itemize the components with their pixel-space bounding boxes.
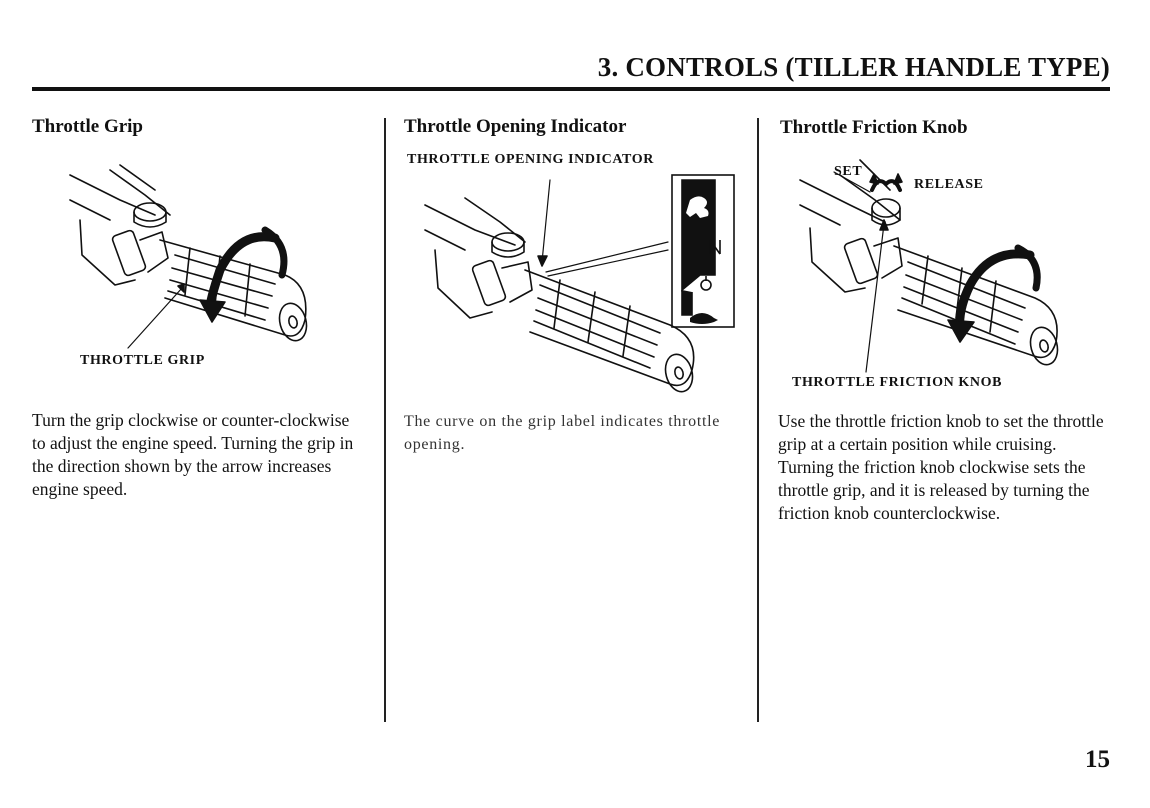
throttle-friction-knob-illustration (799, 159, 1059, 373)
title-rule (32, 87, 1110, 91)
figure-label-release: RELEASE (914, 177, 984, 192)
throttle-opening-indicator-illustration (424, 174, 735, 393)
page-title: 3. CONTROLS (TILLER HANDLE TYPE) (597, 52, 1110, 82)
figure-label-set: SET (834, 164, 863, 179)
section-heading: Throttle Opening Indicator (404, 116, 627, 137)
column-divider-1 (384, 118, 386, 722)
section-body: Turn the grip clockwise or counter-clock… (32, 410, 354, 499)
turtle-icon (690, 313, 718, 324)
page-number: 15 (1085, 746, 1110, 773)
stop-icon (700, 276, 712, 291)
column-divider-2 (757, 118, 759, 722)
figure-label-throttle-grip: THROTTLE GRIP (80, 353, 205, 368)
figure-label-throttle-opening-indicator: THROTTLE OPENING INDICATOR (407, 152, 654, 167)
rabbit-icon (686, 196, 709, 218)
section-body: Use the throttle friction knob to set th… (778, 411, 1104, 523)
section-heading: Throttle Friction Knob (780, 117, 968, 138)
throttle-grip-illustration (69, 164, 308, 349)
neutral-icon (709, 239, 721, 255)
section-body: The curve on the grip label indicates th… (404, 413, 721, 453)
section-heading: Throttle Grip (32, 116, 144, 137)
figure-label-throttle-friction-knob: THROTTLE FRICTION KNOB (792, 375, 1003, 390)
